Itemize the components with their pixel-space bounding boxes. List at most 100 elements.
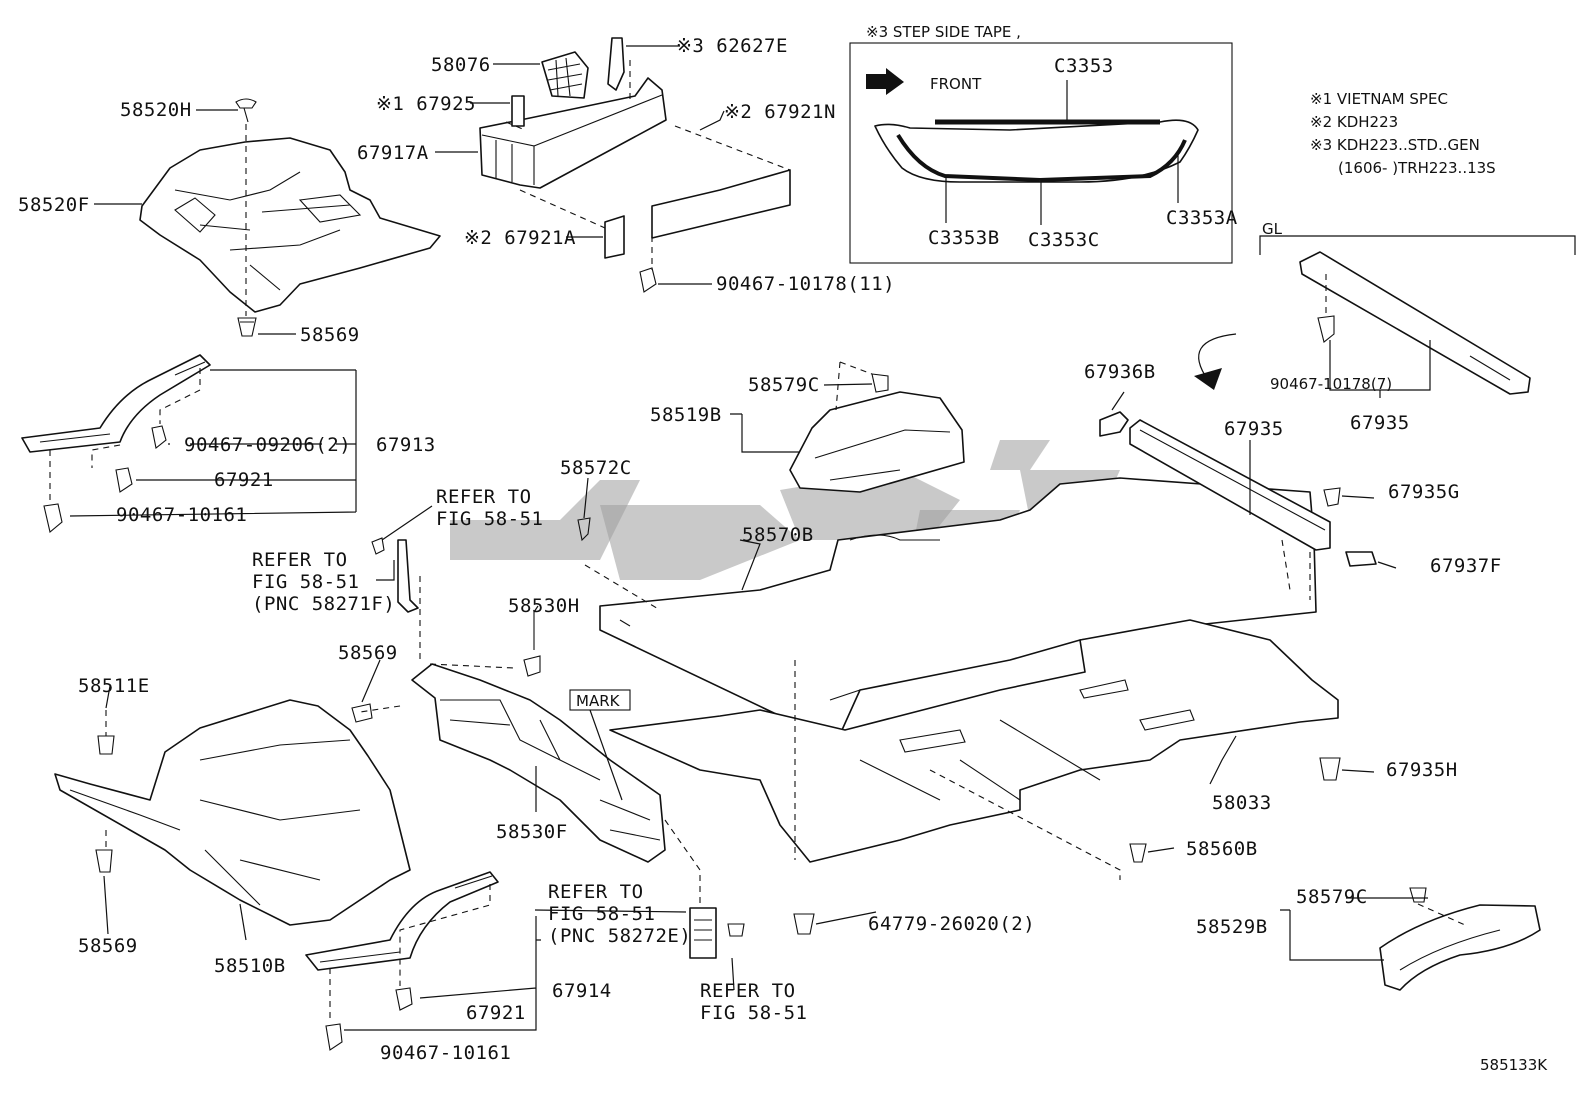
clip-58560B bbox=[1129, 843, 1147, 863]
arrow-down-icon bbox=[1194, 368, 1222, 390]
label-c3353a: C3353A bbox=[1166, 207, 1238, 229]
part-58272E bbox=[689, 907, 717, 959]
clip-90467-10178-right bbox=[1317, 315, 1335, 343]
inset-front-label: FRONT bbox=[930, 75, 982, 93]
part-67913 bbox=[21, 354, 211, 453]
label-58076: 58076 bbox=[431, 54, 491, 76]
label-mark: MARK bbox=[576, 692, 621, 710]
label-67935-right: 67935 bbox=[1350, 412, 1410, 434]
clip-58569-mid bbox=[351, 703, 373, 723]
label-58530F: 58530F bbox=[496, 821, 568, 843]
arrow-left-icon bbox=[866, 68, 904, 95]
clip-refer-bot bbox=[727, 923, 745, 937]
part-58271F bbox=[397, 539, 419, 613]
label-refer-top-1: REFER TO bbox=[436, 486, 532, 508]
label-58569-mid: 58569 bbox=[338, 642, 398, 664]
part-67914 bbox=[305, 871, 499, 971]
label-67914: 67914 bbox=[552, 980, 612, 1002]
label-c3353c: C3353C bbox=[1028, 229, 1100, 251]
clip-58511E bbox=[97, 735, 115, 755]
label-62627E: ※3 62627E bbox=[676, 35, 788, 57]
clip-58579C-bot bbox=[1409, 887, 1427, 903]
clip-58572C bbox=[577, 517, 591, 542]
label-67917A: 67917A bbox=[357, 142, 429, 164]
label-67921-bot: 67921 bbox=[466, 1002, 526, 1024]
part-67921A bbox=[604, 215, 625, 259]
part-58530F bbox=[411, 663, 666, 863]
inset-title: ※3 STEP SIDE TAPE , bbox=[866, 23, 1021, 41]
label-67935-mid: 67935 bbox=[1224, 418, 1284, 440]
label-58520F: 58520F bbox=[18, 194, 90, 216]
label-67913: 67913 bbox=[376, 434, 436, 456]
label-refer-mid-3: (PNC 58271F) bbox=[252, 593, 395, 615]
label-c3353: C3353 bbox=[1054, 55, 1114, 77]
part-67935-mid bbox=[1129, 419, 1331, 551]
label-58570B: 58570B bbox=[742, 524, 814, 546]
clip-58569-top bbox=[237, 317, 257, 337]
inset-frame bbox=[849, 42, 1233, 264]
label-67937F: 67937F bbox=[1430, 555, 1502, 577]
clip-64779 bbox=[793, 913, 815, 935]
label-67935H: 67935H bbox=[1386, 759, 1458, 781]
clip-refer-top bbox=[371, 537, 385, 555]
label-90467-10178-7: 90467-10178(7) bbox=[1270, 375, 1392, 393]
label-58510B: 58510B bbox=[214, 955, 286, 977]
clip-58530H bbox=[523, 612, 541, 677]
clip-67921-left bbox=[115, 467, 133, 493]
part-58033 bbox=[609, 619, 1339, 863]
label-58560B: 58560B bbox=[1186, 838, 1258, 860]
clip-67935H bbox=[1319, 757, 1341, 781]
label-67935G: 67935G bbox=[1388, 481, 1460, 503]
label-58519B: 58519B bbox=[650, 404, 722, 426]
part-67925 bbox=[511, 95, 525, 127]
tape-c3353b bbox=[896, 133, 1041, 182]
mark-box bbox=[569, 689, 631, 711]
label-90467-10161-top: 90467-10161 bbox=[116, 504, 247, 526]
note-2: ※2 KDH223 bbox=[1310, 113, 1398, 131]
label-gl: GL bbox=[1262, 220, 1283, 238]
label-58572C: 58572C bbox=[560, 457, 632, 479]
clip-90467-10161-top bbox=[43, 503, 63, 533]
label-64779: 64779-26020(2) bbox=[868, 913, 1035, 935]
part-67921N bbox=[651, 169, 791, 239]
label-refer-bot-2: FIG 58-51 bbox=[548, 903, 655, 925]
label-refer-mid-2: FIG 58-51 bbox=[252, 571, 359, 593]
label-67936B: 67936B bbox=[1084, 361, 1156, 383]
flow-arrow-icon bbox=[1198, 333, 1237, 381]
label-58511E: 58511E bbox=[78, 675, 150, 697]
clip-90467-09206 bbox=[151, 425, 167, 449]
label-58520H: 58520H bbox=[120, 99, 192, 121]
label-refer-bot-3: (PNC 58272E) bbox=[548, 925, 691, 947]
clip-58520H bbox=[235, 98, 257, 123]
part-58520F bbox=[139, 137, 441, 313]
label-58529B: 58529B bbox=[1196, 916, 1268, 938]
note-1: ※1 VIETNAM SPEC bbox=[1310, 90, 1448, 108]
label-90467-10178-11: 90467-10178(11) bbox=[716, 273, 895, 295]
label-67925: ※1 67925 bbox=[376, 93, 476, 115]
part-58519B bbox=[789, 391, 965, 493]
part-67917A bbox=[479, 77, 667, 189]
note-3: ※3 KDH223..STD..GEN bbox=[1310, 136, 1480, 154]
part-67937F bbox=[1345, 551, 1377, 567]
clip-90467-10178-top bbox=[639, 267, 657, 293]
label-refer-bot2-2: FIG 58-51 bbox=[700, 1002, 807, 1024]
label-refer-bot-1: REFER TO bbox=[548, 881, 644, 903]
label-58530H: 58530H bbox=[508, 595, 580, 617]
inset-step-side-tape bbox=[849, 42, 1233, 264]
part-58076 bbox=[541, 51, 589, 99]
clip-58579C-top bbox=[871, 373, 889, 393]
clip-90467-10161-bot bbox=[325, 1023, 343, 1051]
clip-67921-bot bbox=[395, 987, 413, 1011]
label-refer-mid-1: REFER TO bbox=[252, 549, 348, 571]
gl-bracket bbox=[1259, 235, 1576, 255]
label-67921-left: 67921 bbox=[214, 469, 274, 491]
label-refer-bot2-1: REFER TO bbox=[700, 980, 796, 1002]
label-67921N: ※2 67921N bbox=[724, 101, 836, 123]
label-58579C-top: 58579C bbox=[748, 374, 820, 396]
label-90467-10161-bot: 90467-10161 bbox=[380, 1042, 511, 1064]
note-4: (1606- )TRH223..13S bbox=[1338, 159, 1496, 177]
label-58033: 58033 bbox=[1212, 792, 1272, 814]
part-67935-right bbox=[1299, 251, 1531, 395]
